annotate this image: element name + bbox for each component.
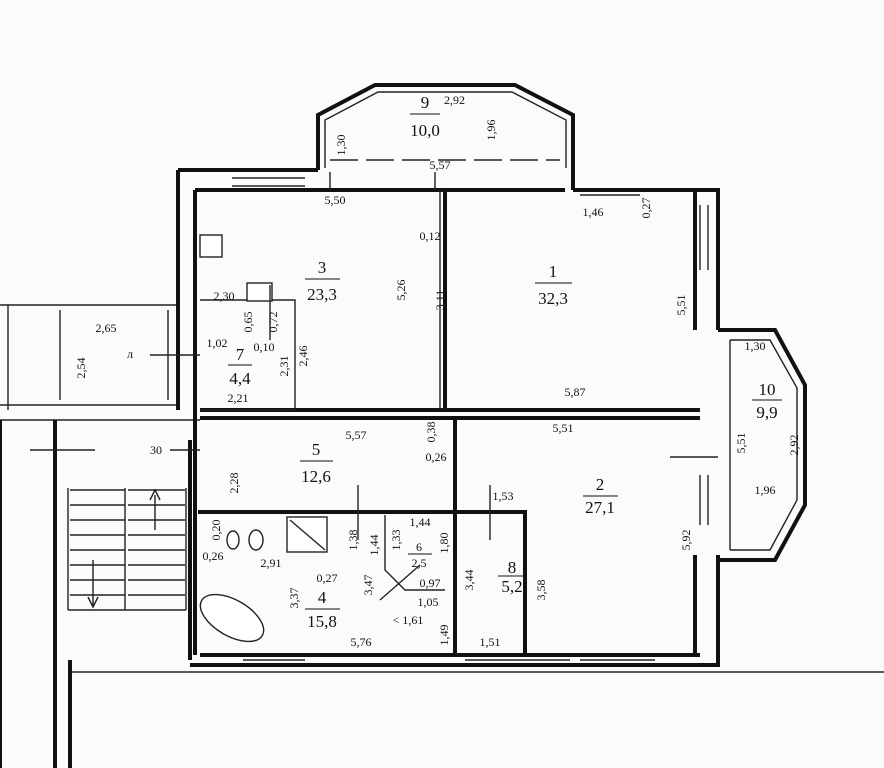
svg-text:0,38: 0,38 — [424, 422, 438, 443]
svg-text:1,44: 1,44 — [410, 515, 431, 529]
svg-text:0,65: 0,65 — [241, 312, 255, 333]
svg-text:2,92: 2,92 — [444, 93, 465, 107]
svg-text:5,57: 5,57 — [346, 428, 367, 442]
svg-text:32,3: 32,3 — [538, 289, 568, 308]
svg-text:5,50: 5,50 — [325, 193, 346, 207]
svg-text:2,21: 2,21 — [228, 391, 249, 405]
svg-text:5,51: 5,51 — [734, 433, 748, 454]
svg-text:3,11: 3,11 — [433, 290, 447, 311]
svg-text:2,54: 2,54 — [74, 358, 88, 379]
svg-text:0,97: 0,97 — [420, 576, 441, 590]
svg-text:1,05: 1,05 — [418, 595, 439, 609]
svg-text:0,26: 0,26 — [426, 450, 447, 464]
svg-text:5,2: 5,2 — [501, 577, 522, 596]
svg-text:0,72: 0,72 — [266, 312, 280, 333]
svg-text:0,20: 0,20 — [209, 520, 223, 541]
svg-text:1,30: 1,30 — [334, 135, 348, 156]
svg-text:5,26: 5,26 — [394, 280, 408, 301]
svg-text:0,26: 0,26 — [203, 549, 224, 563]
svg-text:10: 10 — [759, 380, 776, 399]
svg-text:15,8: 15,8 — [307, 612, 337, 631]
svg-text:7: 7 — [236, 345, 245, 364]
svg-text:1,30: 1,30 — [745, 339, 766, 353]
svg-text:1,53: 1,53 — [493, 489, 514, 503]
svg-text:1,49: 1,49 — [437, 625, 451, 646]
svg-text:0,12: 0,12 — [420, 229, 441, 243]
stove-icon — [199, 234, 223, 258]
svg-text:6: 6 — [416, 540, 422, 554]
svg-text:1,80: 1,80 — [437, 533, 451, 554]
svg-text:1: 1 — [549, 262, 558, 281]
svg-text:5,51: 5,51 — [674, 295, 688, 316]
svg-text:3: 3 — [318, 258, 327, 277]
svg-text:2,91: 2,91 — [261, 556, 282, 570]
svg-text:л: л — [127, 347, 133, 361]
svg-text:2,31: 2,31 — [277, 356, 291, 377]
svg-text:5,76: 5,76 — [351, 635, 372, 649]
room-3-label: 3 23,3 — [305, 258, 340, 304]
svg-text:9: 9 — [421, 93, 430, 112]
svg-text:2,46: 2,46 — [296, 346, 310, 367]
svg-text:5,51: 5,51 — [553, 421, 574, 435]
svg-text:4: 4 — [318, 588, 327, 607]
svg-text:1,44: 1,44 — [367, 535, 381, 556]
svg-text:9,9: 9,9 — [756, 403, 777, 422]
room-2-label: 2 27,1 — [583, 475, 618, 517]
svg-text:2,5: 2,5 — [412, 556, 427, 570]
svg-text:2,92: 2,92 — [787, 435, 801, 456]
svg-text:3,37: 3,37 — [287, 588, 301, 609]
room-5-label: 5 12,6 — [300, 440, 333, 486]
svg-text:1,96: 1,96 — [755, 483, 776, 497]
svg-text:5,92: 5,92 — [679, 530, 693, 551]
fixtures — [30, 234, 718, 643]
svg-text:1,38: 1,38 — [346, 530, 360, 551]
dimension-labels: 2,92 1,30 1,96 5,57 5,50 0,12 5,26 3,11 … — [74, 93, 801, 649]
svg-text:1,46: 1,46 — [583, 205, 604, 219]
room-6-label: 6 2,5 — [408, 540, 432, 570]
svg-text:1,02: 1,02 — [207, 336, 228, 350]
room-9-label: 9 10,0 — [410, 93, 440, 140]
sink-icon — [246, 282, 273, 302]
balcony-9-walls — [316, 83, 575, 190]
room-4-label: 4 15,8 — [305, 588, 340, 631]
svg-text:5,57: 5,57 — [430, 158, 451, 172]
svg-text:30: 30 — [150, 443, 162, 457]
room-8-label: 8 5,2 — [498, 558, 526, 596]
svg-text:1,51: 1,51 — [480, 635, 501, 649]
bathtub-icon — [199, 593, 265, 643]
svg-text:0,27: 0,27 — [639, 198, 653, 219]
svg-text:27,1: 27,1 — [585, 498, 615, 517]
room-10-label: 10 9,9 — [752, 380, 782, 422]
room-1-label: 1 32,3 — [535, 262, 572, 308]
svg-text:3,44: 3,44 — [462, 570, 476, 591]
svg-text:3,58: 3,58 — [534, 580, 548, 601]
svg-text:23,3: 23,3 — [307, 285, 337, 304]
svg-text:2,28: 2,28 — [227, 473, 241, 494]
svg-text:5: 5 — [312, 440, 321, 459]
svg-text:1,33: 1,33 — [389, 530, 403, 551]
svg-text:10,0: 10,0 — [410, 121, 440, 140]
room-labels: 9 10,0 3 23,3 7 4,4 1 32,3 10 9,9 2 27,1 — [228, 93, 782, 631]
toilet-icon — [248, 529, 264, 551]
svg-text:8: 8 — [508, 558, 517, 577]
washbasin-icon — [226, 530, 240, 550]
svg-text:5,87: 5,87 — [565, 385, 586, 399]
svg-text:0,27: 0,27 — [317, 571, 338, 585]
svg-text:2: 2 — [596, 475, 605, 494]
svg-text:< 1,61: < 1,61 — [393, 613, 424, 627]
svg-text:4,4: 4,4 — [229, 369, 251, 388]
svg-text:1,96: 1,96 — [484, 120, 498, 141]
svg-text:12,6: 12,6 — [301, 467, 331, 486]
svg-text:2,65: 2,65 — [96, 321, 117, 335]
svg-text:3,47: 3,47 — [361, 575, 375, 596]
svg-text:0,10: 0,10 — [254, 340, 275, 354]
neighbor-walls — [0, 304, 884, 768]
apartment-walls — [176, 168, 807, 667]
room-7-label: 7 4,4 — [228, 345, 252, 388]
svg-text:2,30: 2,30 — [214, 289, 235, 303]
